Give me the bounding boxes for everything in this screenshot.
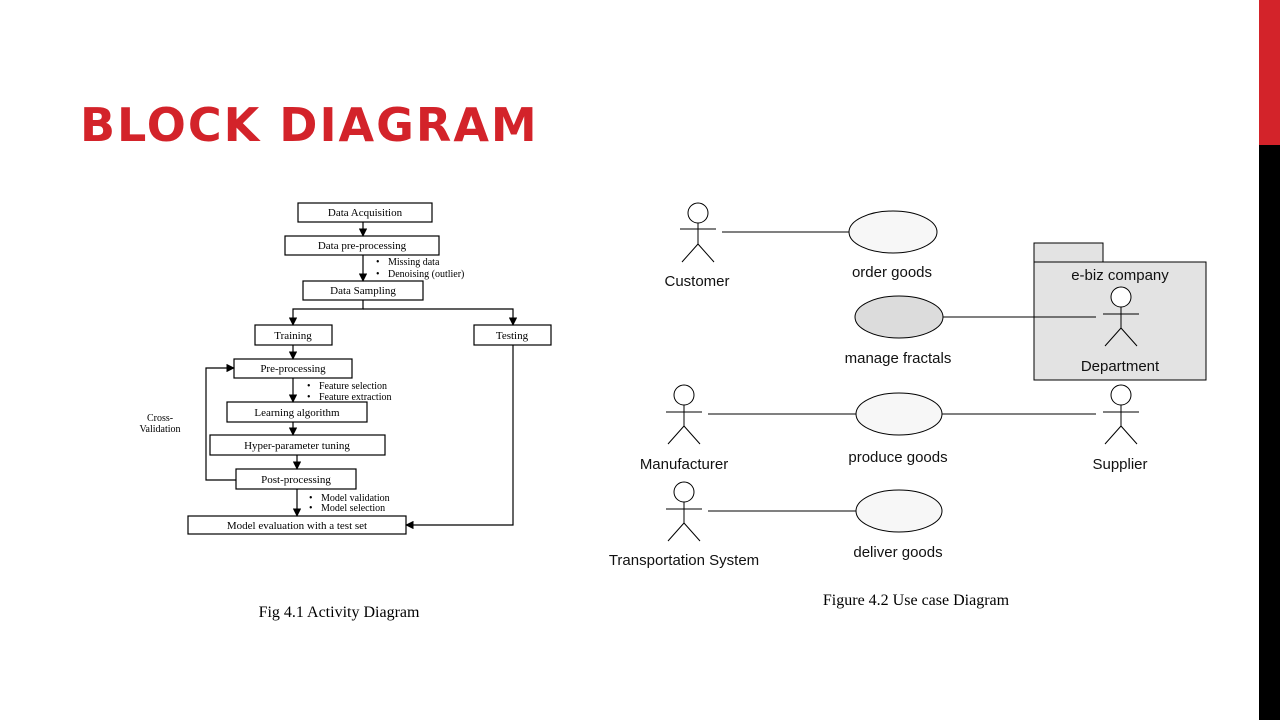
- cross-validation-label-2: Validation: [139, 424, 180, 435]
- usecase-produce-label: produce goods: [848, 449, 947, 466]
- arrow-testing-to-eval: [405, 345, 514, 530]
- actor-supplier-label: Supplier: [1092, 456, 1147, 473]
- actor-department-icon: [1103, 286, 1139, 347]
- arrow-sampling-to-testing: [363, 308, 518, 326]
- label-pre-processing: Pre-processing: [260, 363, 326, 375]
- usecase-order-label: order goods: [852, 264, 932, 281]
- usecase-produce-goods: [855, 392, 943, 436]
- usecase-order-goods: [848, 210, 938, 254]
- usecase-manage-fractals: [854, 295, 944, 339]
- actor-manufacturer-icon: [666, 384, 702, 445]
- label-data-acquisition: Data Acquisition: [328, 207, 403, 219]
- bullet-2: •: [376, 269, 380, 280]
- activity-caption: Fig 4.1 Activity Diagram: [259, 604, 420, 621]
- label-hyper-parameter: Hyper-parameter tuning: [244, 440, 350, 452]
- package-ebiz-company: [1033, 261, 1207, 381]
- cross-validation-label-1: Cross-: [147, 413, 173, 424]
- sidebar-accent-red: [1259, 0, 1280, 145]
- usecase-caption: Figure 4.2 Use case Diagram: [823, 592, 1010, 609]
- usecase-diagram: [666, 202, 1207, 542]
- actor-transportation-label: Transportation System: [609, 552, 759, 569]
- actor-department-label: Department: [1081, 358, 1160, 375]
- usecase-deliver-label: deliver goods: [853, 544, 942, 561]
- actor-supplier-icon: [1103, 384, 1139, 445]
- bullet-4: •: [307, 392, 311, 403]
- bullet-3: •: [307, 381, 311, 392]
- note-feature-selection: Feature selection: [319, 381, 387, 392]
- actor-customer-icon: [680, 202, 716, 263]
- usecase-labels: Customer e-biz company Department Manufa…: [609, 264, 1169, 609]
- label-model-evaluation: Model evaluation with a test set: [227, 520, 367, 532]
- sidebar-accent-black: [1259, 145, 1280, 720]
- note-missing-data: Missing data: [388, 257, 440, 268]
- usecase-deliver-goods: [855, 489, 943, 533]
- bullet-6: •: [309, 503, 313, 514]
- actor-transportation-icon: [666, 481, 702, 542]
- slide-title: BLOCK DIAGRAM: [80, 98, 539, 152]
- activity-diagram: [187, 202, 552, 535]
- label-data-sampling: Data Sampling: [330, 285, 396, 297]
- label-data-preprocessing: Data pre-processing: [318, 240, 407, 252]
- node-data-acquisition-box: [297, 202, 433, 223]
- note-model-selection: Model selection: [321, 503, 385, 514]
- usecase-manage-label: manage fractals: [845, 350, 952, 367]
- bullet-5: •: [309, 493, 313, 504]
- note-denoising: Denoising (outlier): [388, 269, 464, 280]
- arrow-cross-validation-loop: [205, 363, 236, 481]
- package-label: e-biz company: [1071, 267, 1169, 284]
- actor-customer-label: Customer: [664, 273, 729, 290]
- note-feature-extraction: Feature extraction: [319, 392, 391, 403]
- package-tab: [1033, 242, 1104, 263]
- activity-labels: Data Acquisition Data pre-processing Dat…: [139, 207, 528, 621]
- label-training: Training: [274, 330, 312, 342]
- label-testing: Testing: [496, 330, 529, 342]
- actor-manufacturer-label: Manufacturer: [640, 456, 728, 473]
- bullet-1: •: [376, 257, 380, 268]
- label-learning-algorithm: Learning algorithm: [254, 407, 340, 419]
- arrow-sampling-split: [288, 300, 364, 326]
- label-post-processing: Post-processing: [261, 474, 331, 486]
- note-model-validation: Model validation: [321, 493, 390, 504]
